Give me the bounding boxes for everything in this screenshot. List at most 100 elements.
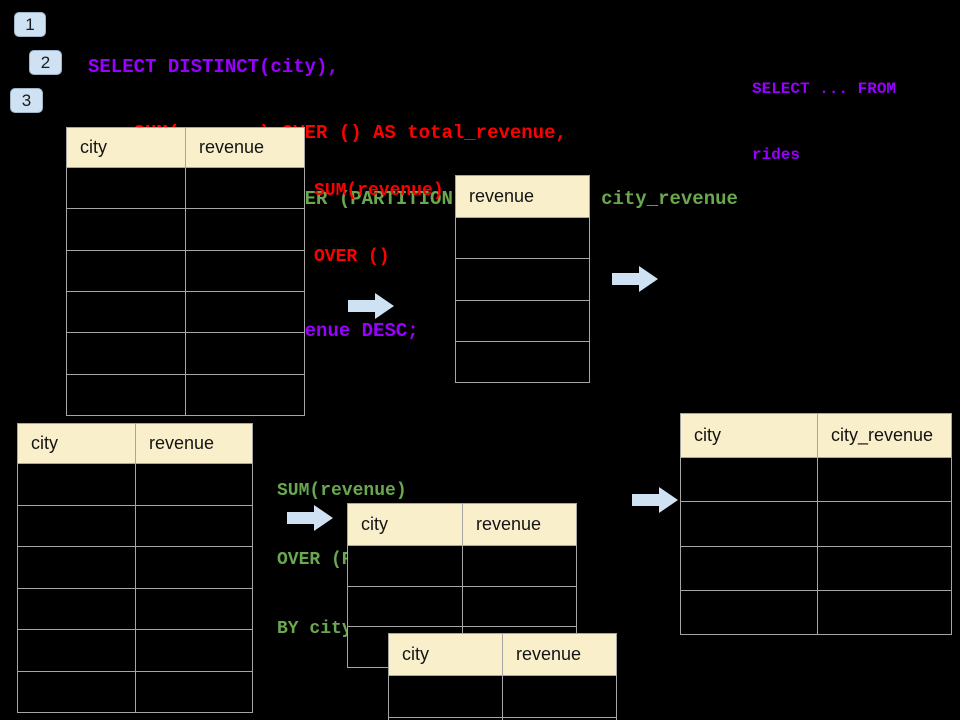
- table-cell-empty: [18, 505, 136, 546]
- column-header-city: city: [681, 414, 818, 457]
- table-cell-empty: [681, 546, 818, 590]
- source-table-top: city revenue: [66, 127, 305, 416]
- table-cell-empty: [186, 251, 304, 291]
- table-cell-empty: [67, 374, 186, 415]
- table-cell-empty: [136, 672, 252, 713]
- table-cell-empty: [818, 458, 951, 501]
- table-cell-empty: [186, 209, 304, 249]
- table-cell-empty: [681, 590, 818, 634]
- table-cell-empty: [18, 464, 136, 505]
- total-annotation-line-2: OVER (): [314, 247, 390, 267]
- table-row: [18, 671, 252, 713]
- table-cell-empty: [818, 547, 951, 590]
- table-cell-empty: [456, 259, 589, 299]
- table-row: [67, 291, 304, 334]
- table-row: [18, 464, 252, 506]
- table-cell-empty: [18, 588, 136, 629]
- table-row: [18, 505, 252, 547]
- table-row: [456, 301, 589, 342]
- partition-annotation-line-1: SUM(revenue): [277, 481, 407, 501]
- table-header-row: city city_revenue: [681, 414, 951, 458]
- source-table-bottom: city revenue: [17, 423, 253, 713]
- table-row: [67, 250, 304, 292]
- total-revenue-annotation: SUM(revenue) OVER (): [314, 136, 444, 290]
- table-header-row: city revenue: [18, 424, 252, 464]
- table-cell-empty: [456, 342, 589, 382]
- table-cell-empty: [136, 630, 252, 671]
- table-header-row: city revenue: [67, 128, 304, 168]
- table-row: [456, 342, 589, 382]
- column-header-city: city: [348, 504, 463, 545]
- table-cell-empty: [681, 502, 818, 546]
- table-row: [681, 546, 951, 591]
- table-body: [389, 676, 616, 720]
- table-body: [67, 168, 304, 415]
- table-row: [681, 458, 951, 503]
- table-body: [18, 464, 252, 712]
- arrow-right-icon: [612, 266, 658, 292]
- partitioned-table-front: city revenue: [388, 633, 617, 720]
- table-cell-empty: [67, 209, 186, 250]
- table-row: [348, 586, 576, 628]
- table-cell-empty: [136, 464, 252, 505]
- table-cell-empty: [136, 506, 252, 547]
- table-row: [67, 168, 304, 210]
- table-cell-empty: [348, 586, 463, 627]
- table-cell-empty: [186, 375, 304, 415]
- arrow-right-icon: [632, 487, 678, 513]
- table-cell-empty: [136, 547, 252, 588]
- table-row: [389, 718, 616, 720]
- table-row: [681, 590, 951, 634]
- table-cell-empty: [463, 587, 576, 627]
- table-cell-empty: [348, 546, 463, 586]
- step-badge-3: 3: [10, 88, 43, 113]
- table-cell-empty: [456, 218, 589, 258]
- arrow-right-icon: [287, 505, 333, 531]
- table-header-row: city revenue: [389, 634, 616, 676]
- table-cell-empty: [456, 301, 589, 341]
- sql-line-select: SELECT DISTINCT(city),: [88, 56, 339, 78]
- table-body: [456, 218, 589, 382]
- table-row: [389, 676, 616, 718]
- table-cell-empty: [136, 589, 252, 630]
- column-header-city: city: [18, 424, 136, 463]
- total-annotation-line-1: SUM(revenue): [314, 181, 444, 201]
- step-badge-1: 1: [14, 12, 46, 37]
- table-cell-empty: [18, 547, 136, 588]
- column-header-revenue: revenue: [199, 137, 265, 157]
- column-header-city: city: [67, 128, 186, 167]
- table-row: [67, 209, 304, 251]
- table-cell-empty: [67, 333, 186, 374]
- table-cell-empty: [18, 671, 136, 712]
- table-cell-empty: [681, 458, 818, 502]
- column-header-revenue: revenue: [476, 514, 542, 534]
- table-row: [456, 218, 589, 260]
- column-header-revenue: revenue: [516, 644, 582, 664]
- arrow-right-icon: [348, 293, 394, 319]
- step-badge-2: 2: [29, 50, 62, 75]
- table-row: [18, 547, 252, 589]
- table-cell-empty: [463, 546, 576, 586]
- table-cell-empty: [503, 676, 616, 717]
- table-header-row: city revenue: [348, 504, 576, 546]
- table-cell-empty: [67, 168, 186, 209]
- column-header-city-revenue: city_revenue: [831, 425, 934, 445]
- table-cell-empty: [389, 676, 503, 717]
- table-cell-empty: [67, 250, 186, 291]
- table-row: [18, 588, 252, 630]
- table-row: [348, 546, 576, 587]
- column-header-revenue: revenue: [149, 433, 215, 453]
- table-cell-empty: [389, 718, 503, 720]
- table-cell-empty: [67, 291, 186, 333]
- table-body: [681, 458, 951, 634]
- table-row: [18, 630, 252, 672]
- table-cell-empty: [186, 292, 304, 332]
- column-header-city: city: [389, 634, 503, 675]
- total-result-table: revenue: [455, 175, 590, 383]
- table-cell-empty: [18, 630, 136, 671]
- table-cell-empty: [186, 333, 304, 373]
- table-cell-empty: [186, 168, 304, 208]
- table-row: [681, 502, 951, 547]
- side-note-line-1: SELECT ... FROM: [752, 80, 897, 98]
- side-note-line-2: rides: [752, 146, 801, 164]
